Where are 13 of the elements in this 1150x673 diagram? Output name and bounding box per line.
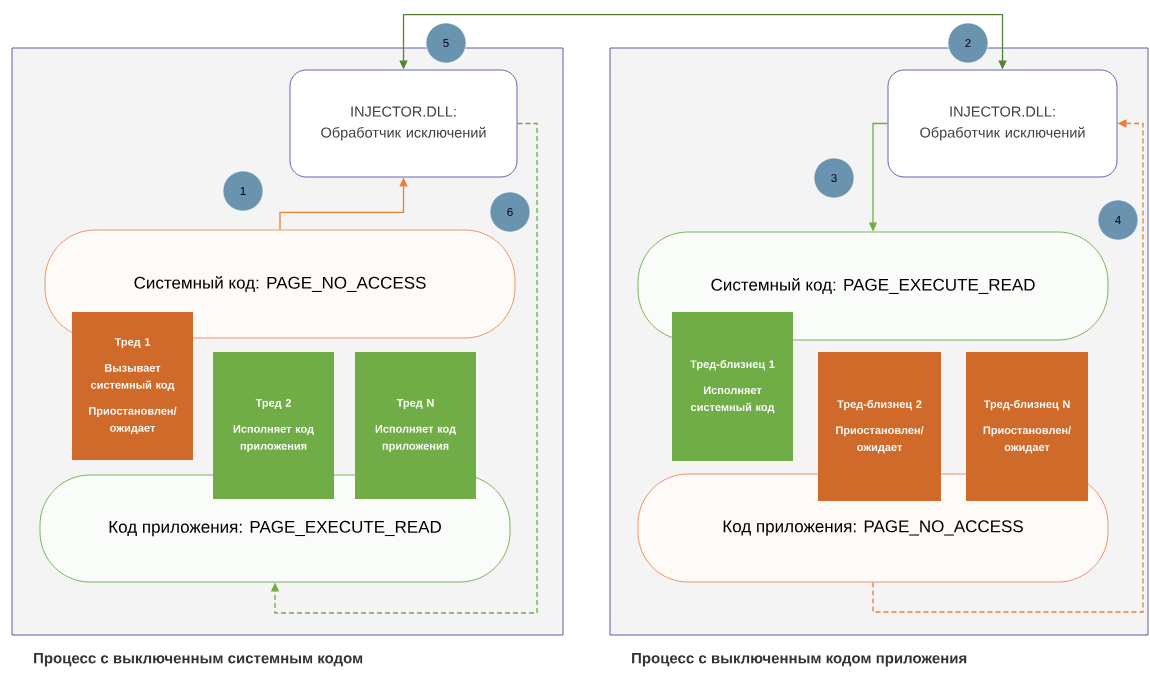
thread-box: Тред-близнец N Приостановлен/ ожидает (966, 352, 1088, 501)
arrow (872, 119, 1144, 613)
node-label: Процесс с выключенным системным кодом (34, 652, 363, 667)
memory-region-pill: Системный код: PAGE_NO_ACCESS (44, 229, 516, 339)
handler-box: INJECTOR.DLL: Обработчик исключений (289, 69, 518, 178)
thread-box: Тред 2 Исполняет код приложения (213, 352, 334, 499)
node-label: Процесс с выключенным кодом приложения (632, 652, 967, 667)
thread-box: Тред N Исполняет код приложения (355, 352, 476, 499)
handler-box: INJECTOR.DLL: Обработчик исключений (887, 69, 1118, 178)
thread-box: Тред-близнец 1 Исполняет системный код (672, 312, 793, 461)
thread-box: Тред-близнец 2 Приостановлен/ ожидает (818, 352, 941, 501)
arrow (270, 122, 538, 614)
thread-box: Тред 1 Вызывает системный код Приостановлен/ ожидает (72, 312, 193, 460)
